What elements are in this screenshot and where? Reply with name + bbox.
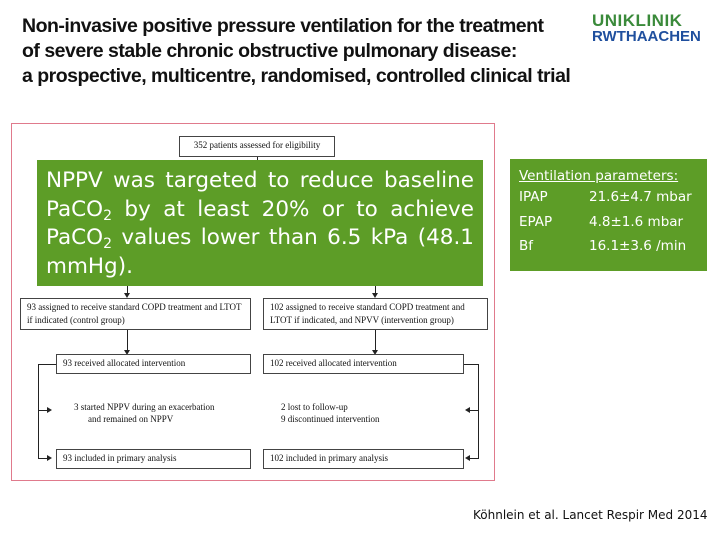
assessed-box: 352 patients assessed for eligibility [179, 136, 335, 157]
nppv-target-callout: NPPV was targeted to reduce baseline PaC… [37, 160, 483, 286]
connector-line [38, 410, 48, 411]
intervention-analysed-text: 102 included in primary analysis [270, 453, 388, 463]
param-name: IPAP [519, 189, 548, 205]
connector-line [470, 410, 479, 411]
intervention-note-line-2: 9 discontinued intervention [281, 414, 380, 424]
param-row: Bf 16.1±3.6 /min [519, 238, 698, 263]
arrow-head [465, 455, 470, 461]
connector-line [478, 364, 479, 459]
connector-line [375, 284, 376, 296]
control-assigned-text: 93 assigned to receive standard COPD tre… [27, 302, 242, 325]
connector-line [470, 458, 479, 459]
assessed-text: 352 patients assessed for eligibility [193, 140, 321, 150]
callout-text-1: NPPV was targeted to reduce baseline PaC… [46, 168, 474, 222]
intervention-note: 2 lost to follow-up 9 discontinued inter… [281, 401, 461, 425]
param-name: EPAP [519, 213, 553, 230]
control-received-text: 93 received allocated intervention [63, 358, 186, 368]
callout-text-3: values lower than 6.5 kPa (48.1 mmHg). [46, 225, 474, 279]
connector-line [38, 458, 48, 459]
logo-line-1: UNIKLINIK [592, 11, 683, 30]
title-line-1: Non-invasive positive pressure ventilati… [22, 15, 544, 37]
control-note-line-1: 3 started NPPV during an exacerbation [74, 402, 215, 412]
param-value: 16.1±3.6 /min [589, 238, 687, 254]
citation: Köhnlein et al. Lancet Respir Med 2014 [473, 508, 708, 522]
connector-line [127, 330, 128, 352]
connector-line [375, 330, 376, 352]
arrow-head [124, 350, 130, 355]
callout-subscript-1: 2 [103, 207, 113, 224]
uniklinik-logo: UNIKLINIK RWTHAACHEN [592, 12, 702, 44]
intervention-analysed-box: 102 included in primary analysis [263, 449, 464, 469]
ventilation-parameters-box: Ventilation parameters: IPAP 21.6±4.7 mb… [510, 159, 707, 271]
param-row: IPAP 21.6±4.7 mbar [519, 189, 698, 214]
control-note-line-2: and remained on NPPV [88, 414, 174, 424]
params-title: Ventilation parameters: [519, 168, 679, 184]
param-value: 21.6±4.7 mbar [589, 189, 692, 205]
slide-title: Non-invasive positive pressure ventilati… [22, 14, 582, 89]
control-analysed-text: 93 included in primary analysis [63, 453, 177, 463]
callout-subscript-2: 2 [103, 236, 113, 252]
intervention-assigned-text: 102 assigned to receive standard COPD tr… [270, 302, 465, 325]
control-analysed-box: 93 included in primary analysis [56, 449, 251, 469]
param-name: Bf [519, 238, 534, 254]
connector-line [464, 364, 479, 365]
logo-line-2: RWTHAACHEN [592, 28, 701, 45]
intervention-received-text: 102 received allocated intervention [270, 358, 397, 368]
connector-line [127, 284, 128, 296]
title-line-3: a prospective, multicentre, randomised, … [22, 65, 571, 87]
arrow-head [372, 293, 378, 298]
param-row: EPAP 4.8±1.6 mbar [519, 214, 698, 239]
intervention-assigned-box: 102 assigned to receive standard COPD tr… [263, 298, 488, 330]
arrow-head [465, 407, 470, 413]
title-line-2: of severe stable chronic obstructive pul… [22, 40, 517, 62]
control-note: 3 started NPPV during an exacerbation an… [74, 401, 249, 425]
arrow-head [372, 350, 378, 355]
control-received-box: 93 received allocated intervention [56, 354, 251, 374]
control-assigned-box: 93 assigned to receive standard COPD tre… [20, 298, 251, 330]
connector-line [38, 364, 56, 365]
callout-text-2: by at least 20% or to achieve PaCO [46, 196, 474, 251]
arrow-head [47, 455, 52, 461]
param-value: 4.8±1.6 mbar [589, 213, 684, 230]
arrow-head [124, 293, 130, 298]
arrow-head [47, 407, 52, 413]
intervention-received-box: 102 received allocated intervention [263, 354, 464, 374]
connector-line [38, 364, 39, 459]
intervention-note-line-1: 2 lost to follow-up [281, 402, 348, 412]
